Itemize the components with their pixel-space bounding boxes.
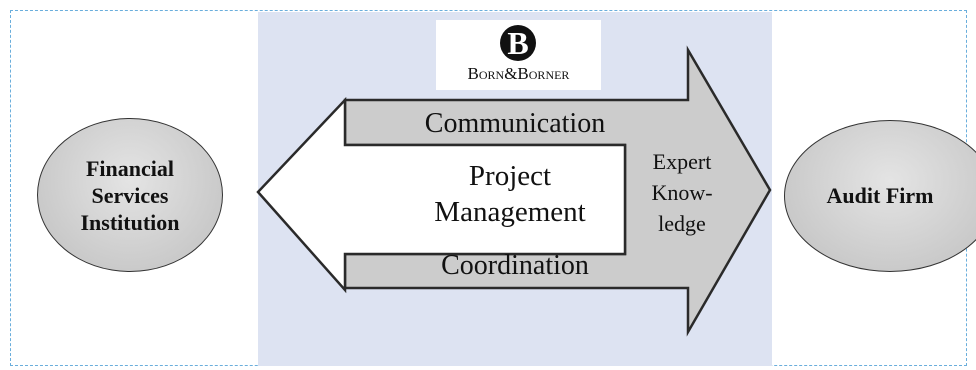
coordination-label: Coordination [441, 250, 589, 281]
project-management-line: Project [468, 160, 552, 192]
logo-text: Born&Borner [467, 64, 570, 83]
left-node-line: Services [91, 182, 169, 208]
left-arrow-shape [256, 96, 627, 294]
project-management-line: Management [434, 196, 586, 228]
project-management-label: Project Management [400, 158, 620, 230]
logo-mark: B [500, 25, 536, 61]
communication-label: Communication [424, 108, 606, 139]
audit-firm-node: Audit Firm [784, 120, 976, 272]
expert-knowledge-line: Know- [651, 180, 713, 205]
expert-knowledge-line: ledge [658, 211, 706, 236]
left-node-line: Institution [80, 209, 180, 235]
born-borner-logo: B Born&Borner [436, 20, 601, 90]
audit-firm-label: Audit Firm [826, 183, 934, 208]
expert-knowledge-line: Expert [652, 149, 712, 174]
left-node-line: Financial [85, 155, 174, 181]
financial-services-institution-node: Financial Services Institution [37, 118, 223, 272]
expert-knowledge-label: Expert Know- ledge [632, 146, 732, 239]
